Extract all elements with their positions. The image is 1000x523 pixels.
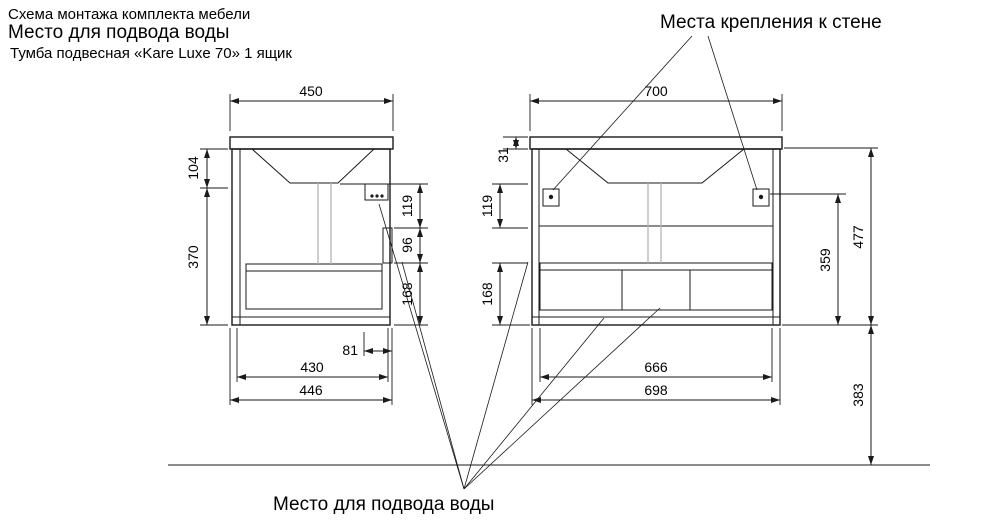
front-view-dimensions: 700 31 119 168 359 477 383 [479, 83, 878, 465]
dim-168-front: 168 [479, 282, 495, 306]
side-view-dimensions: 450 104 370 119 96 168 [185, 83, 428, 405]
dim-370: 370 [185, 245, 201, 269]
diagram-subtitle: Схема монтажа комплекта мебели [8, 6, 251, 23]
dim-96: 96 [399, 237, 415, 253]
dim-104: 104 [185, 156, 201, 180]
wall-rail-side [382, 227, 393, 264]
cabinet-body-side [231, 148, 391, 326]
dim-698: 698 [644, 382, 668, 398]
wall-fixing-right [752, 188, 770, 207]
dim-168-side: 168 [399, 282, 415, 306]
dim-119-front: 119 [479, 195, 495, 218]
dim-430: 430 [300, 359, 324, 375]
drawer-front [539, 262, 773, 311]
drawer-side [245, 263, 383, 310]
water-supply-leader-lines [378, 203, 661, 490]
wall-mount-leader-lines [552, 35, 758, 191]
water-supply-zone-side [364, 183, 389, 201]
dim-359: 359 [817, 248, 833, 272]
front-view-drawing [529, 136, 783, 326]
dim-666: 666 [644, 359, 668, 375]
wall-mount-callout: Места крепления к стене [660, 12, 882, 33]
basin-profile-side [251, 148, 375, 184]
countertop-front [529, 136, 783, 150]
dim-depth-450: 450 [299, 83, 323, 99]
dim-81: 81 [342, 342, 358, 358]
water-supply-callout: Место для подвода воды [273, 494, 495, 515]
dim-446: 446 [299, 382, 323, 398]
dim-119-side: 119 [399, 195, 415, 218]
diagram-title: Место для подвода воды [8, 22, 230, 43]
cabinet-body-front [531, 148, 781, 326]
dim-31: 31 [495, 147, 511, 163]
dim-383: 383 [850, 383, 866, 407]
wall-fixing-left [542, 188, 560, 207]
dim-477: 477 [850, 225, 866, 249]
dim-width-700: 700 [644, 83, 668, 99]
basin-profile-front [565, 148, 745, 184]
product-name: Тумба подвесная «Kare Luxe 70» 1 ящик [10, 45, 292, 62]
countertop-side [229, 136, 394, 150]
side-view-drawing [229, 136, 394, 326]
